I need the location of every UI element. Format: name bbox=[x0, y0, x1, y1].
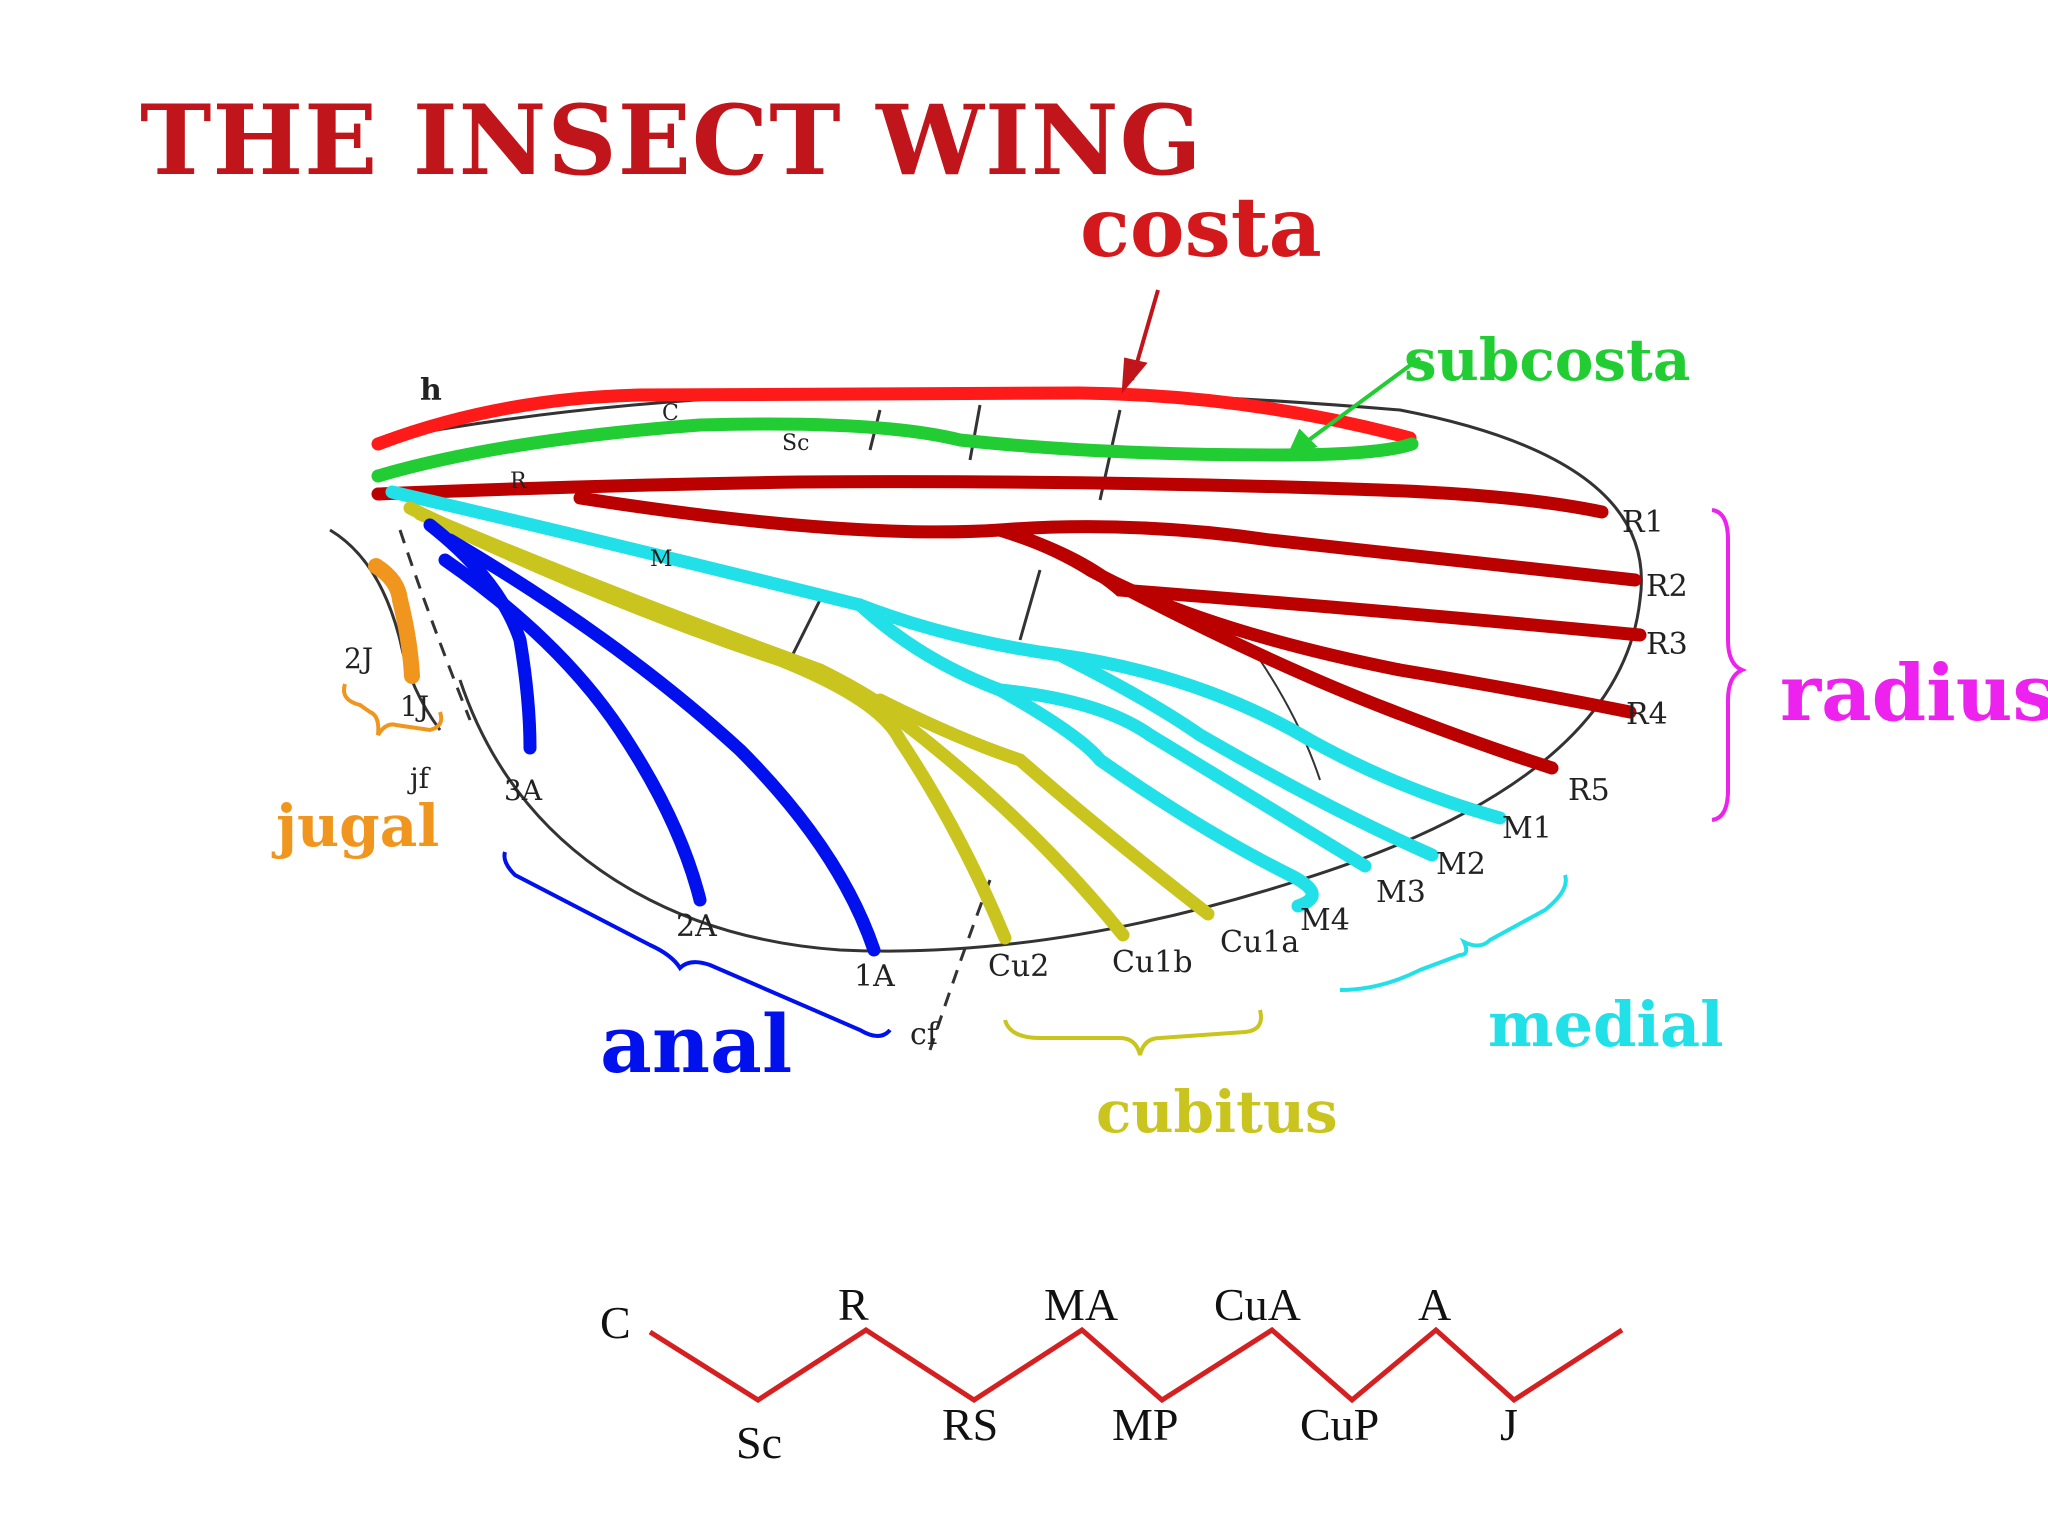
marker-r1: R1 bbox=[1622, 505, 1664, 540]
radius-veins bbox=[371, 475, 1647, 775]
cubitus-brace bbox=[1003, 1009, 1263, 1056]
label-medial: medial bbox=[1488, 988, 1724, 1061]
jugal-brace bbox=[342, 683, 444, 737]
seq-bottom-4: CuP bbox=[1300, 1399, 1379, 1450]
seq-bottom-3: MP bbox=[1112, 1399, 1178, 1450]
anal-brace bbox=[502, 851, 892, 1038]
seq-top-1: C bbox=[600, 1297, 631, 1348]
marker-2j: 2J bbox=[344, 642, 373, 675]
marker-cu1b: Cu1b bbox=[1112, 945, 1193, 980]
label-anal: anal bbox=[600, 997, 792, 1091]
marker-m4: M4 bbox=[1300, 903, 1350, 938]
marker-jf: jf bbox=[407, 762, 432, 795]
marker-r3: R3 bbox=[1646, 627, 1688, 662]
marker-sc: Sc bbox=[782, 431, 809, 456]
seq-top-2: R bbox=[838, 1279, 869, 1330]
marker-m: M bbox=[650, 547, 673, 572]
label-jugal: jugal bbox=[271, 792, 439, 860]
anal-veins bbox=[423, 518, 881, 957]
seq-bottom-2: RS bbox=[942, 1399, 998, 1450]
seq-bottom-5: J bbox=[1500, 1399, 1518, 1450]
marker-h: h bbox=[420, 373, 442, 408]
marker-r2: R2 bbox=[1646, 569, 1688, 604]
marker-m2: M2 bbox=[1436, 847, 1486, 882]
marker-2a: 2A bbox=[676, 909, 717, 944]
marker-cu1a: Cu1a bbox=[1220, 925, 1299, 960]
medial-brace bbox=[1339, 874, 1568, 992]
seq-bottom-1: Sc bbox=[736, 1417, 782, 1468]
marker-m1: M1 bbox=[1502, 811, 1552, 846]
marker-c: C bbox=[662, 401, 679, 426]
jugal-vein bbox=[368, 558, 420, 684]
vein-markers: h C Sc R M R1 R2 R3 R4 R5 M1 M2 M3 M4 Cu… bbox=[344, 373, 1688, 1052]
label-subcosta: subcosta bbox=[1404, 326, 1690, 394]
marker-cf: cf bbox=[910, 1017, 940, 1052]
seq-top-5: A bbox=[1418, 1279, 1451, 1330]
label-radius: radius bbox=[1780, 648, 2048, 739]
subcosta-arrow bbox=[1286, 356, 1422, 458]
sequence-zigzag bbox=[648, 1326, 1624, 1404]
label-cubitus: cubitus bbox=[1096, 1078, 1338, 1146]
seq-top-4: CuA bbox=[1214, 1279, 1301, 1330]
marker-r: R bbox=[510, 469, 528, 494]
medial-veins bbox=[385, 485, 1507, 913]
page-title: THE INSECT WING bbox=[140, 84, 1203, 197]
radius-brace bbox=[1711, 508, 1748, 822]
marker-m3: M3 bbox=[1376, 875, 1426, 910]
marker-r5: R5 bbox=[1568, 773, 1610, 808]
marker-r4: R4 bbox=[1626, 697, 1668, 732]
cubitus-veins bbox=[403, 501, 1215, 945]
marker-1j: 1J bbox=[400, 690, 429, 723]
costa-arrow bbox=[1121, 289, 1160, 395]
marker-cu2: Cu2 bbox=[988, 949, 1049, 984]
costa-vein bbox=[371, 386, 1417, 451]
seq-top-3: MA bbox=[1044, 1279, 1118, 1330]
subcosta-vein bbox=[371, 417, 1419, 483]
label-costa: costa bbox=[1080, 180, 1322, 276]
marker-1a: 1A bbox=[854, 959, 895, 994]
marker-3a: 3A bbox=[504, 774, 543, 807]
vein-sequence: C R MA CuA A Sc RS MP CuP J bbox=[600, 1279, 1624, 1468]
